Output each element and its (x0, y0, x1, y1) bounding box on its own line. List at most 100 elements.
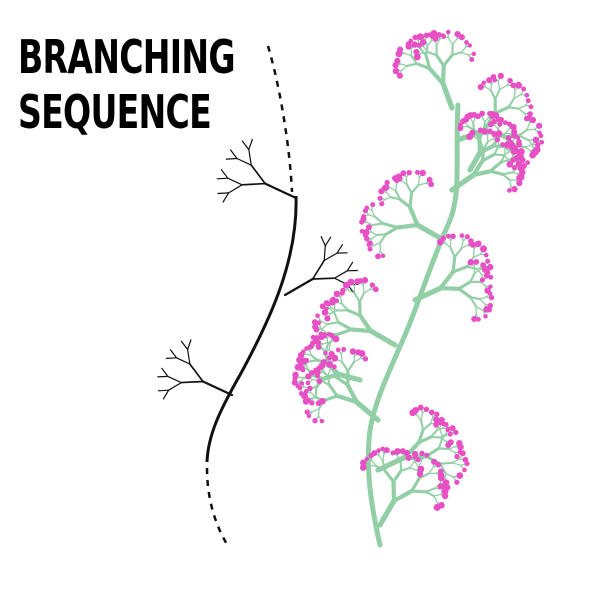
flower-dot (319, 418, 325, 424)
flower-dot (437, 483, 444, 490)
flower-dot (471, 51, 477, 57)
plant-branch-segment (352, 357, 361, 364)
flower-dot (449, 425, 456, 432)
flower-dot (413, 48, 420, 56)
plant-branch-segment (395, 222, 420, 230)
title-line-2: SEQUENCE (18, 85, 212, 139)
flower-dot (490, 74, 497, 80)
plant-branch-segment (381, 221, 400, 230)
flower-dot (528, 104, 534, 110)
plant-branch-segment (426, 50, 438, 57)
plant-branch-segment (448, 446, 457, 450)
plant-branch-segment (481, 116, 486, 123)
plant-branch-segment (511, 171, 519, 175)
flower-dot (445, 442, 452, 449)
plant-branch-segment (329, 309, 339, 315)
plant-branch-segment (501, 173, 511, 181)
flower-dot (305, 373, 312, 380)
plant-branch-segment (436, 38, 441, 47)
plant-branch-segment (374, 464, 386, 472)
plant-branch-segment (358, 313, 373, 334)
plant-branch-segment (333, 311, 340, 324)
plant-branch-segment (381, 459, 386, 472)
plant-branch-segment (497, 80, 501, 91)
plant-branch-segment (493, 105, 510, 115)
flower-dot (488, 274, 494, 280)
plant-branch-segment (439, 462, 447, 475)
flower-dot (483, 252, 489, 258)
flower-dot (521, 86, 527, 92)
flower-dot (535, 142, 541, 148)
plant-branch-segment (524, 143, 533, 148)
plant-branch-segment (384, 225, 400, 236)
flower-dot (442, 482, 450, 490)
flower-dot (454, 479, 460, 485)
flower-dot (406, 170, 412, 176)
plant-branch-segment (508, 179, 512, 187)
flower-dot (296, 356, 303, 364)
branch-segment-bottom (157, 375, 169, 378)
plant-branch-segment (439, 433, 447, 439)
flower-dot (397, 46, 404, 53)
branch-segment-top (241, 182, 267, 186)
plant-branch-segment (353, 292, 361, 304)
plant-branch-segment (305, 353, 313, 357)
plant-branch-segment (371, 459, 377, 467)
branch-segment-top (227, 177, 243, 186)
flower-dot (364, 205, 370, 210)
plant-branch-segment (382, 453, 385, 462)
plant-branch-segment (375, 454, 408, 473)
flower-dot (292, 371, 299, 378)
plant-branch-segment (429, 416, 434, 425)
flower-dot (332, 335, 340, 343)
plant-branch-segment (321, 372, 341, 381)
flower-dot (457, 125, 464, 132)
plant-branch-segment (475, 305, 484, 312)
plant-branch-segment (340, 353, 343, 363)
plant-branch-segment (434, 53, 446, 68)
flower-dot (405, 43, 412, 50)
plant-branch-segment (507, 106, 520, 110)
flower-dot (497, 72, 504, 80)
plant-branch-segment (416, 414, 422, 421)
flower-dot (445, 427, 450, 433)
flower-dot (446, 29, 451, 35)
plant-branch-segment (481, 152, 496, 163)
branch-segment-bottom (157, 389, 170, 392)
plant-branch-segment (319, 320, 329, 325)
flower-dot (485, 258, 491, 264)
plant-branch-segment (403, 52, 412, 57)
flower-dot (417, 404, 424, 411)
plant-branch-segment (460, 244, 469, 250)
plant-branch-segment (335, 375, 350, 387)
flower-dot (428, 409, 435, 416)
plant-branch-segment (442, 53, 454, 68)
flower-dot (305, 380, 311, 386)
flower-dot (411, 41, 418, 48)
flower-dot (299, 353, 305, 358)
plant-branch-segment (414, 222, 443, 241)
plant-branch-segment (479, 298, 486, 305)
branch-segment-bottom (180, 340, 189, 351)
flower-dot (315, 313, 320, 319)
plant-branch-segment (418, 472, 430, 480)
flower-dot (516, 141, 523, 148)
plant-branch-segment (418, 46, 428, 57)
branch-segment-bottom (168, 382, 182, 391)
plant-branch-segment (517, 128, 529, 137)
flower-dot (503, 141, 511, 149)
flower-dot (384, 179, 390, 186)
plant-branch-segment (417, 458, 423, 468)
plant-branch-segment (472, 121, 475, 131)
plant-branch-segment (378, 454, 384, 462)
plant-branch-segment (433, 493, 442, 497)
plant-branch-segment (335, 393, 359, 405)
flower-dot (459, 450, 466, 457)
plant-branch-segment (420, 412, 424, 421)
flower-dot (375, 253, 381, 260)
plant-branch-segment (499, 158, 512, 164)
plant-branch-segment (340, 361, 349, 373)
flower-dot (453, 429, 459, 436)
flower-dot (419, 39, 427, 46)
plant-branch-segment (438, 269, 456, 291)
